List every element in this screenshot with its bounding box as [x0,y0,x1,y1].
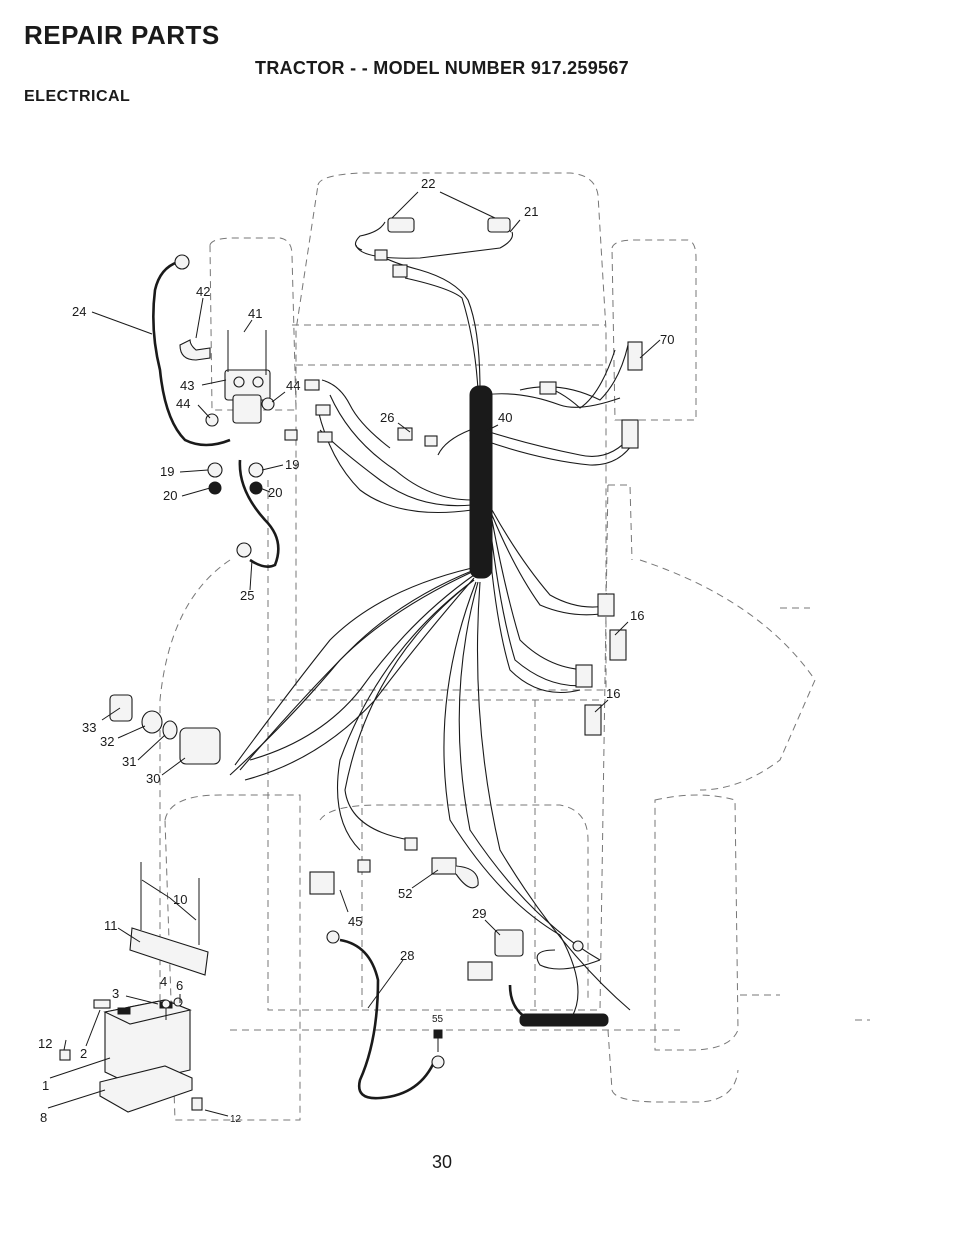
callout-19-right: 19 [285,457,299,472]
callout-28: 28 [400,948,414,963]
battery-cable [152,260,231,447]
callout-16-upper: 16 [630,608,644,623]
callout-26: 26 [380,410,394,425]
section-heading: ELECTRICAL [24,88,131,105]
callout-2: 2 [80,1046,87,1061]
callout-25: 25 [240,588,254,603]
callout-52: 52 [398,886,412,901]
page-number: 30 [431,1152,453,1172]
harness-sleeve [469,385,493,579]
tractor-outline [159,172,870,1121]
connectors [236,217,643,1069]
callout-8: 8 [40,1110,47,1125]
callout-40: 40 [498,410,512,425]
callout-20-left: 20 [163,488,177,503]
callout-19-left: 19 [160,464,174,479]
callout-41: 41 [248,306,262,321]
model-heading: TRACTOR - - MODEL NUMBER 917.259567 [255,58,629,78]
callout-12-right: 12 [230,1114,242,1125]
bolt-55 [433,1029,443,1052]
callout-labels: 22 21 24 42 41 43 44 44 19 19 20 20 25 2… [38,176,674,1125]
callout-33: 33 [82,720,96,735]
callout-31: 31 [122,754,136,769]
callout-24: 24 [72,304,86,319]
callout-44-left: 44 [176,396,190,411]
callout-45: 45 [348,914,362,929]
callout-22: 22 [421,176,435,191]
callout-29: 29 [472,906,486,921]
callout-44-right: 44 [286,378,300,393]
callout-43: 43 [180,378,194,393]
callout-55: 55 [432,1014,444,1025]
callout-3: 3 [112,986,119,1001]
callout-6: 6 [176,978,183,993]
wiring-harness [229,221,636,1021]
callout-16-lower: 16 [606,686,620,701]
callout-11: 11 [104,918,118,933]
cable-28 [339,938,437,1100]
callout-4: 4 [160,974,167,989]
callout-42: 42 [196,284,210,299]
callout-30: 30 [146,771,160,786]
starter-solenoid [174,254,275,495]
leader-lines [47,191,661,1117]
callout-10: 10 [173,892,187,907]
page-title: REPAIR PARTS [24,20,220,50]
callout-21: 21 [524,204,538,219]
battery-assembly [59,862,209,1113]
callout-1: 1 [42,1078,49,1093]
callout-70: 70 [660,332,674,347]
callout-20-right: 20 [268,485,282,500]
ignition-switch [109,694,221,765]
callout-12-left: 12 [38,1036,52,1051]
coil-rings [519,1013,609,1027]
ground-cable [238,459,280,568]
callout-32: 32 [100,734,114,749]
